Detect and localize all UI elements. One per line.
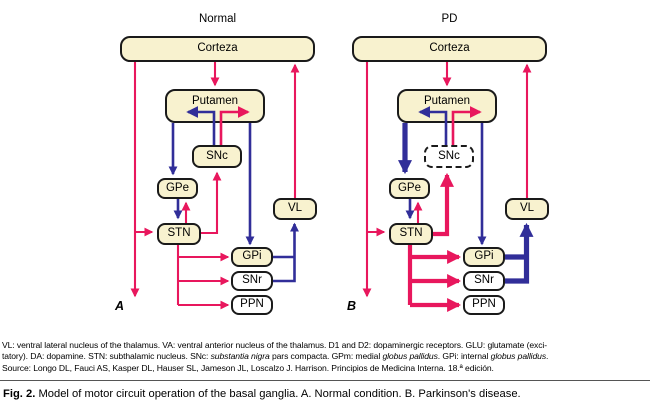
- arrows-layer: [130, 62, 534, 312]
- legend-line-3-source: Source: Longo DL, Fauci AS, Kasper DL, H…: [2, 362, 494, 373]
- node-corteza-a: Corteza: [120, 36, 315, 62]
- node-snr-b: SNr: [463, 271, 505, 291]
- node-snc-a: SNc: [192, 145, 242, 168]
- node-putamen-a: Putamen: [165, 89, 265, 123]
- node-snc-degenerated-b: SNc: [424, 145, 474, 168]
- panel-b-title: PD: [441, 13, 458, 25]
- node-vl-b: VL: [505, 198, 549, 220]
- node-corteza-b: Corteza: [352, 36, 547, 62]
- node-gpi-b: GPi: [463, 247, 505, 267]
- node-ppn-a: PPN: [231, 295, 273, 315]
- basal-ganglia-diagram: Normal A PD B Corteza Putamen SNc GPe VL…: [115, 13, 549, 315]
- legend-line-2-seg: .: [546, 351, 549, 362]
- abbreviation-legend: VL: ventral lateral nucleus of the thala…: [2, 340, 650, 374]
- arrow-snr-vl-b: [505, 222, 534, 284]
- legend-line-2-seg: tatory). DA: dopamine. STN: subthalamic …: [2, 351, 211, 362]
- node-gpe-b: GPe: [389, 178, 430, 199]
- caption-divider: [0, 380, 650, 381]
- figure-caption-text: Model of motor circuit operation of the …: [38, 388, 521, 400]
- legend-line-2-seg: pars compacta. GPm: medial: [269, 351, 383, 362]
- panel-a-letter: A: [115, 299, 125, 313]
- node-stn-a: STN: [157, 223, 201, 245]
- node-vl-a: VL: [273, 198, 317, 220]
- arrow-stn-snc-a: [201, 171, 222, 235]
- node-gpi-a: GPi: [231, 247, 273, 267]
- legend-line-2-seg: . GPi: internal: [437, 351, 491, 362]
- node-stn-b: STN: [389, 223, 433, 245]
- node-snr-a: SNr: [231, 271, 273, 291]
- arrow-snr-vl-a: [273, 222, 299, 283]
- figure-caption: Fig. 2. Model of motor circuit operation…: [3, 388, 648, 400]
- legend-line-2: tatory). DA: dopamine. STN: subthalamic …: [2, 351, 650, 362]
- legend-line-1: VL: ventral lateral nucleus of the thala…: [2, 340, 547, 350]
- panel-b-letter: B: [347, 299, 357, 313]
- node-gpe-a: GPe: [157, 178, 198, 199]
- panel-a-title: Normal: [198, 13, 237, 25]
- node-ppn-b: PPN: [463, 295, 505, 315]
- legend-line-2-italic: globus pallidus: [490, 351, 547, 362]
- node-putamen-b: Putamen: [397, 89, 497, 123]
- legend-line-2-italic: globus pallidus: [382, 351, 438, 362]
- figure-caption-label: Fig. 2.: [3, 388, 36, 400]
- arrow-stn-snc-b: [433, 172, 454, 237]
- legend-line-2-italic: substantia nigra: [210, 351, 270, 362]
